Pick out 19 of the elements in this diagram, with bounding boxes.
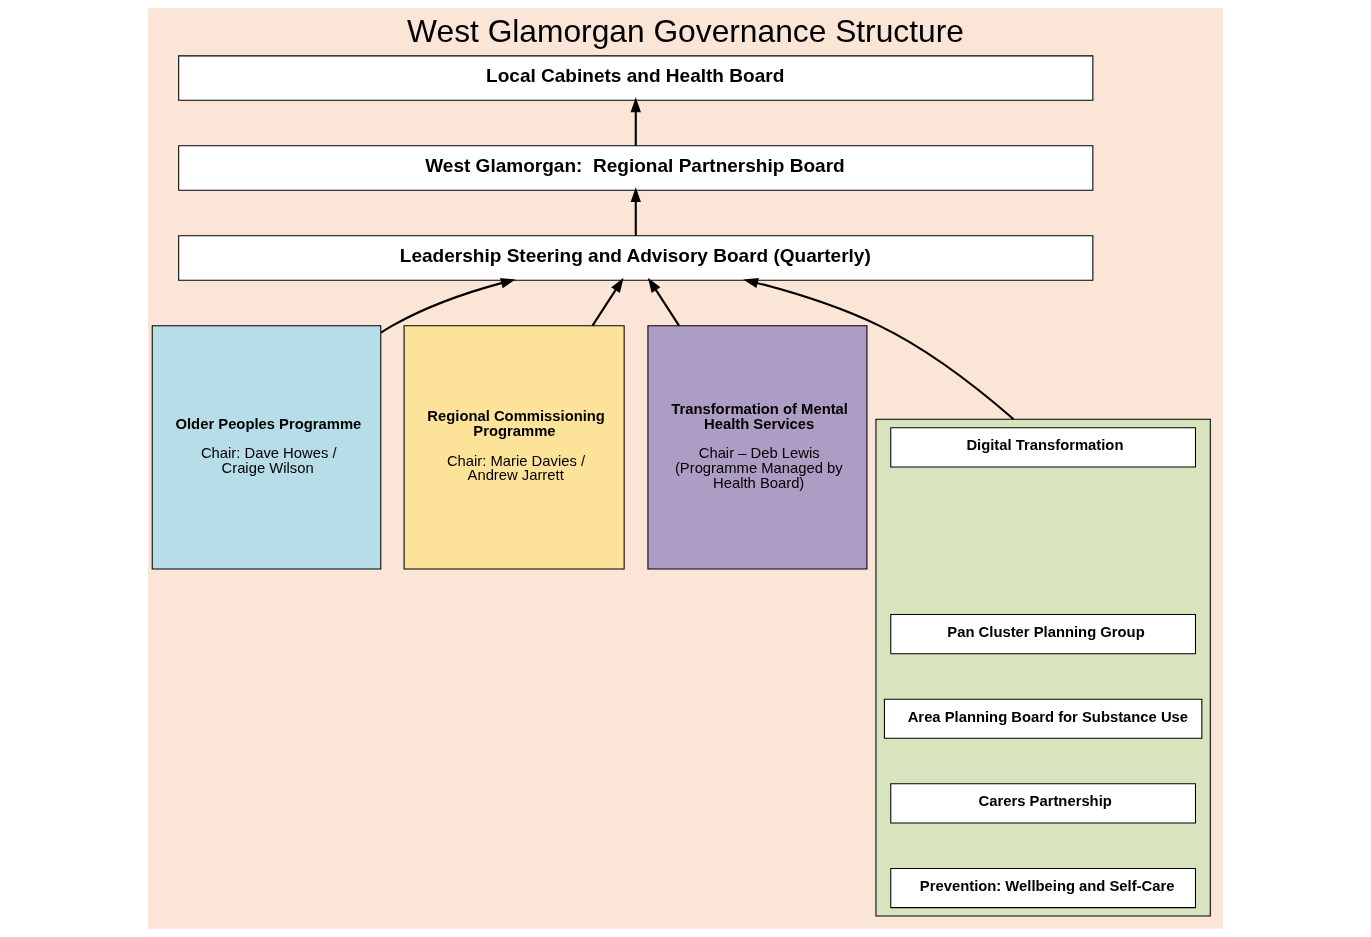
- node-box: Digital Transformation: [890, 427, 1196, 468]
- arrow: [743, 278, 1015, 421]
- node-box: Leadership Steering and Advisory Board (Quarterly): [178, 235, 1094, 281]
- arrow: [647, 277, 680, 327]
- arrow: [380, 278, 516, 334]
- arrow: [630, 187, 641, 236]
- arrow: [591, 277, 624, 327]
- node-box: Area Planning Board for Substance Use: [883, 698, 1203, 739]
- diagram-title: West Glamorgan Governance Structure: [407, 13, 964, 50]
- node-box: Local Cabinets and Health Board: [178, 55, 1094, 101]
- cluster: [875, 418, 1211, 917]
- node-box: West Glamorgan: Regional Partnership Board: [178, 145, 1094, 191]
- node-box: Regional Commissioning Programme Chair: Marie Davies / Andrew Jarrett: [403, 325, 625, 570]
- node-box: Carers Partnership: [890, 783, 1196, 824]
- node-box: Older Peoples Programme Chair: Dave Howes / Craige Wilson: [151, 325, 382, 570]
- node-box: Prevention: Wellbeing and Self-Care: [890, 867, 1196, 909]
- node-box: Transformation of Mental Health Services Chair – Deb Lewis (Programme Managed by Health Board): [647, 325, 868, 570]
- node-box: Pan Cluster Planning Group: [890, 614, 1196, 655]
- arrow: [630, 97, 641, 146]
